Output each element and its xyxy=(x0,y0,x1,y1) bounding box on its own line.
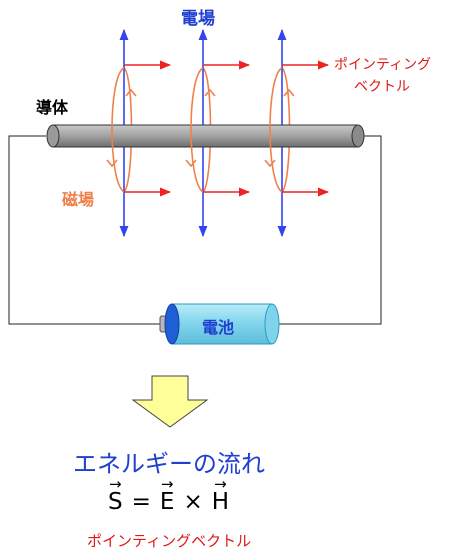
magnetic-field-loop xyxy=(111,67,125,193)
field-direction-icon xyxy=(204,88,216,97)
conductor-rod xyxy=(46,124,365,148)
field-direction-icon xyxy=(283,88,295,97)
poynting-vector-caption: ポインティングベクトル xyxy=(87,532,252,550)
magnetic-field-loop xyxy=(190,67,204,193)
battery-label: 電池 xyxy=(202,318,235,337)
field-direction-icon xyxy=(125,88,137,97)
field-direction-icon xyxy=(106,159,118,168)
poynting-vector-label-line1: ポインティング xyxy=(334,57,432,73)
cross-product-sign: × xyxy=(183,489,203,515)
energy-flow-label: エネルギーの流れ xyxy=(73,450,265,478)
vector-s: S xyxy=(108,481,123,515)
electric-field-label: 電場 xyxy=(181,9,215,29)
down-arrow-icon xyxy=(131,375,209,428)
equals-sign: = xyxy=(131,489,151,515)
field-direction-icon xyxy=(185,159,197,168)
battery xyxy=(159,303,280,345)
poynting-vector-label-line2: ベクトル xyxy=(354,79,410,95)
magnetic-field-label: 磁場 xyxy=(62,190,95,209)
circuit-wire xyxy=(272,135,382,325)
conductor-label: 導体 xyxy=(36,98,69,117)
field-direction-icon xyxy=(264,159,276,168)
circuit-wire xyxy=(8,135,164,325)
poynting-equation: S = E × H xyxy=(108,481,229,521)
vector-h: H xyxy=(212,481,229,515)
vector-e: E xyxy=(160,481,175,515)
magnetic-field-loop xyxy=(269,67,283,193)
